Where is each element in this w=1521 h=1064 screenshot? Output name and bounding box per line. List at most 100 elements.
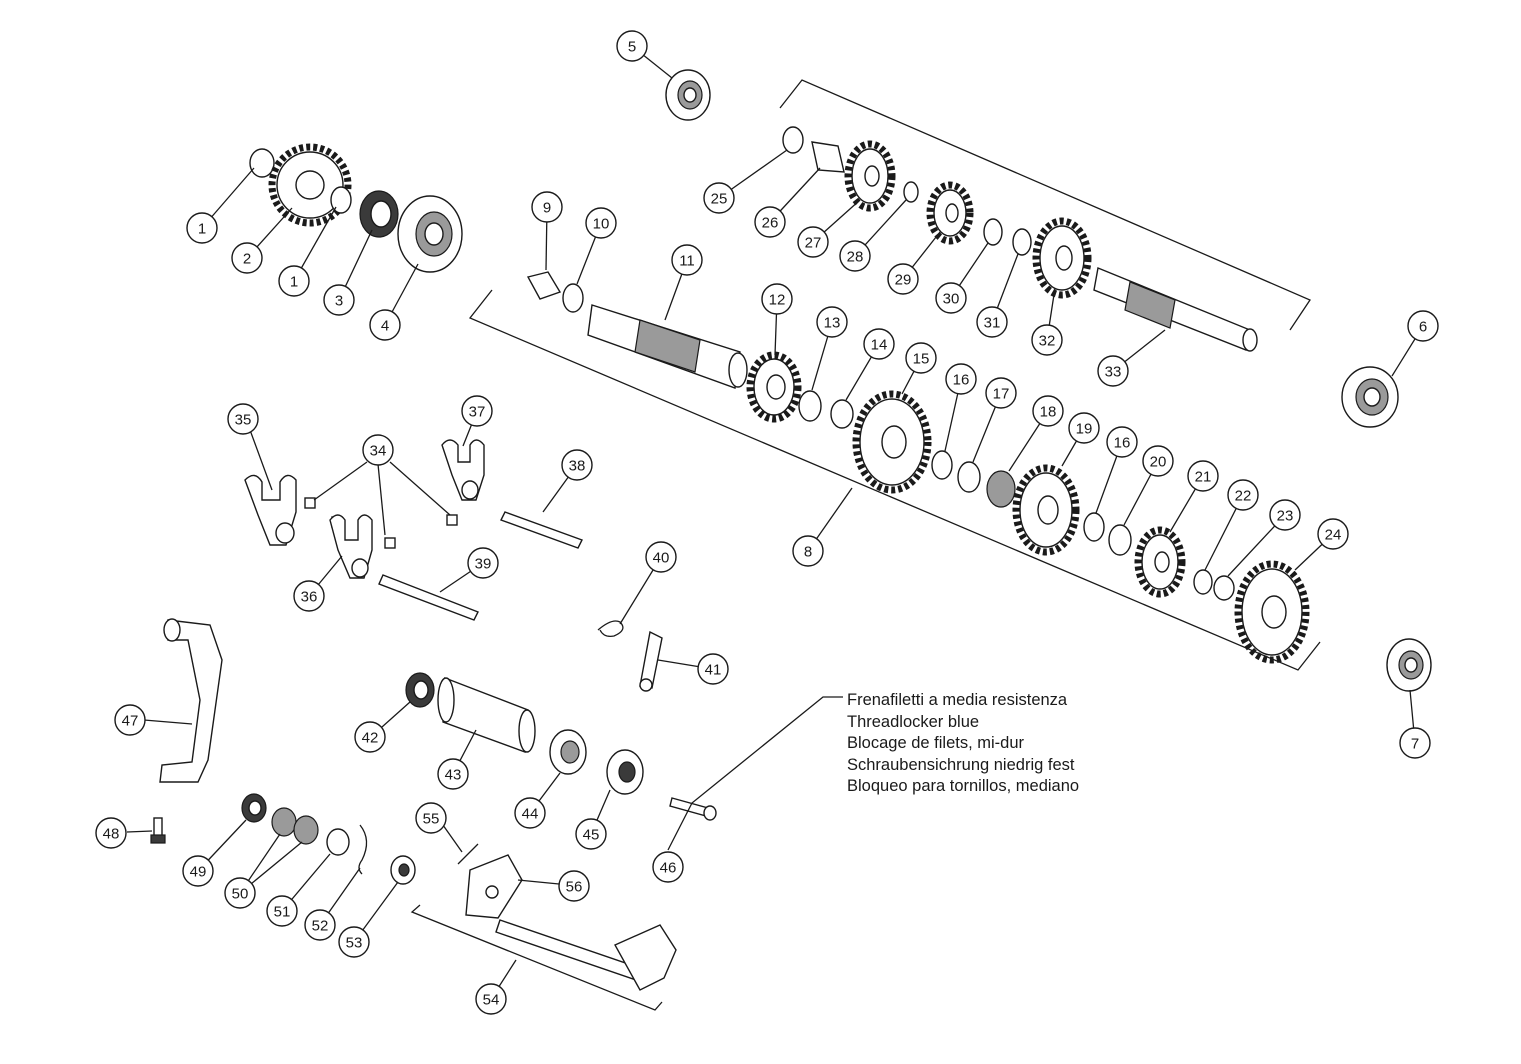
bolt-part — [669, 797, 717, 821]
callout-circle — [1068, 412, 1100, 444]
callout-label: 35 — [235, 412, 252, 429]
callout-circle — [467, 547, 499, 579]
callout-circle — [224, 877, 256, 909]
circlip-part — [330, 186, 352, 214]
fork-pin-part — [384, 537, 396, 549]
callout-label: 20 — [1150, 454, 1167, 471]
callout-circle — [1317, 518, 1349, 550]
callout-bubble: 55 — [415, 802, 447, 834]
callout-label: 17 — [993, 386, 1010, 403]
callout-label: 7 — [1411, 736, 1419, 753]
callout-circle — [338, 926, 370, 958]
callout-circle — [703, 182, 735, 214]
callout-bubble: 34 — [362, 434, 394, 466]
group-bracket-54 — [410, 904, 663, 1011]
callout-circle — [945, 363, 977, 395]
sprocket-part — [268, 143, 352, 227]
note-line-english: Threadlocker blue — [847, 712, 980, 731]
callout-bubble: 54 — [475, 983, 507, 1015]
washer-part — [1193, 569, 1213, 595]
callout-bubble: 35 — [227, 403, 259, 435]
callout-circle — [1407, 310, 1439, 342]
callout-label: 26 — [762, 215, 779, 232]
gear-part — [1012, 464, 1080, 556]
callout-circle — [415, 802, 447, 834]
callout-bubble: 38 — [561, 449, 593, 481]
callout-bubble: 36 — [293, 580, 325, 612]
callout-circle — [304, 909, 336, 941]
callout-bubble: 1 — [278, 265, 310, 297]
callout-bubble: 50 — [224, 877, 256, 909]
callout-circle — [182, 855, 214, 887]
callout-label: 5 — [628, 39, 636, 56]
thrust-washer-part — [798, 390, 822, 422]
bushing-part — [830, 399, 854, 429]
callout-bubble: 40 — [645, 541, 677, 573]
callout-label: 15 — [913, 351, 930, 368]
callout-circle — [227, 403, 259, 435]
callout-circle — [1227, 479, 1259, 511]
callout-label: 32 — [1039, 333, 1056, 350]
callout-label: 50 — [232, 886, 249, 903]
shift-drum-part — [437, 676, 536, 753]
callout-bubble: 16 — [945, 363, 977, 395]
callout-circle — [561, 449, 593, 481]
callout-label: 42 — [362, 730, 379, 747]
callout-bubble: 41 — [697, 653, 729, 685]
selector-lever-part — [639, 630, 663, 692]
callout-circle — [1097, 355, 1129, 387]
main-shaft-part — [587, 304, 748, 389]
washer-part — [903, 181, 919, 203]
callout-bubble: 42 — [354, 721, 386, 753]
needle-bearing-part — [293, 815, 319, 845]
callout-label: 45 — [583, 827, 600, 844]
shift-fork-part — [441, 439, 485, 501]
note-line-german: Schraubensichrung niedrig fest — [847, 755, 1075, 774]
washer-part — [782, 126, 804, 154]
callout-label: 53 — [346, 935, 363, 952]
callout-bubble: 24 — [1317, 518, 1349, 550]
callout-circle — [761, 283, 793, 315]
callout-bubble: 5 — [616, 30, 648, 62]
callout-label: 49 — [190, 864, 207, 881]
fork-shaft-part — [500, 511, 583, 549]
washer-part — [562, 283, 584, 313]
callout-bubble: 53 — [338, 926, 370, 958]
spring-part — [457, 843, 479, 865]
callout-label: 10 — [593, 216, 610, 233]
shift-cam-part — [606, 749, 644, 795]
bearing-part — [549, 729, 587, 775]
callout-bubble: 44 — [514, 797, 546, 829]
callout-bubble: 6 — [1407, 310, 1439, 342]
bearing-part — [405, 672, 435, 708]
callout-label: 25 — [711, 191, 728, 208]
leader-line — [517, 879, 560, 885]
circlip-part — [1108, 524, 1132, 556]
callout-circle — [323, 284, 355, 316]
gear-part — [1234, 560, 1310, 664]
gear-part — [926, 181, 974, 245]
callout-label: 56 — [566, 879, 583, 896]
oil-seal-part — [241, 793, 267, 823]
oil-seal-part — [359, 190, 399, 238]
gear-part — [1032, 217, 1092, 299]
callout-bubble: 28 — [839, 240, 871, 272]
callout-label: 22 — [1235, 488, 1252, 505]
callout-bubble: 2 — [231, 242, 263, 274]
callout-label: 13 — [824, 315, 841, 332]
callout-circle — [266, 895, 298, 927]
callout-circle — [186, 212, 218, 244]
callout-circle — [278, 265, 310, 297]
callout-label: 39 — [475, 556, 492, 573]
callout-label: 37 — [469, 404, 486, 421]
callout-bubble: 26 — [754, 206, 786, 238]
torsion-spring-part — [597, 620, 624, 638]
callout-label: 31 — [984, 315, 1001, 332]
callout-bubble: 33 — [1097, 355, 1129, 387]
callout-circle — [461, 395, 493, 427]
callout-bubble: 4 — [369, 309, 401, 341]
callout-circle — [514, 797, 546, 829]
callout-circle — [887, 263, 919, 295]
callout-label: 1 — [290, 274, 298, 291]
callout-label: 21 — [1195, 469, 1212, 486]
